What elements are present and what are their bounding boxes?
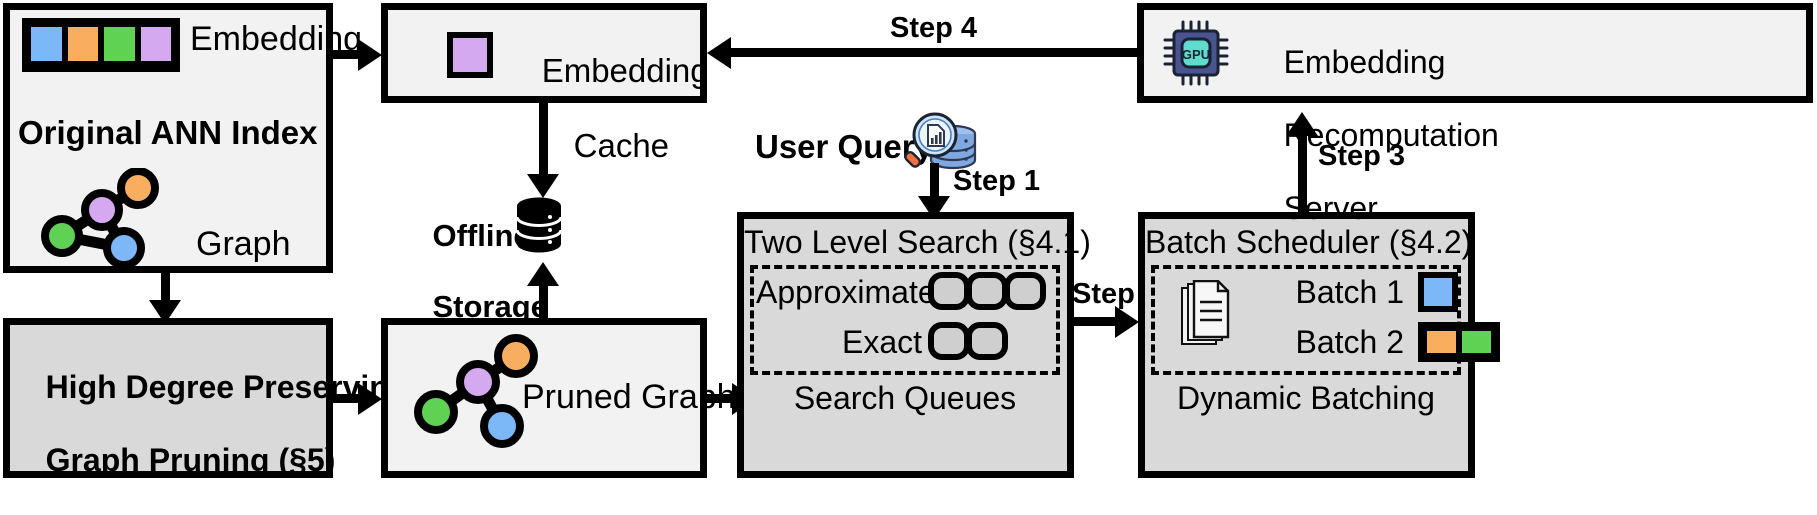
graph-pruning-title-line2: Graph Pruning (§5) (45, 442, 336, 479)
recomputation-server-title-line3: Server (1283, 190, 1378, 227)
original-graph-illustration (34, 168, 169, 268)
step3-label: Step 3 (1318, 140, 1406, 172)
arrow-step4-head (707, 37, 731, 69)
arrow-cache-to-storage-line (539, 103, 548, 181)
arrow-index-to-cache-line (333, 50, 361, 59)
arrow-pruned-to-storage-head (527, 262, 559, 286)
embedding-chip-blue (28, 24, 65, 64)
arrow-pruning-to-prunedgraph-line (333, 394, 361, 403)
arrow-step1-line (930, 163, 939, 203)
recomputation-server-box (1137, 3, 1813, 103)
two-level-search-box (737, 212, 1074, 478)
embedding-cache-box (381, 3, 707, 103)
arrow-step4-line (730, 48, 1137, 57)
batch-1-chip-blue (1418, 272, 1458, 312)
approximate-slot-2 (966, 272, 1008, 310)
pruned-graph-illustration (406, 330, 551, 460)
search-queues-region (750, 265, 1060, 375)
graph-pruning-box (3, 318, 333, 478)
database-cylinder-icon (516, 197, 562, 253)
search-database-icon (898, 108, 980, 182)
embedding-cache-title-line1: Embedding (541, 51, 709, 89)
arrow-prunedgraph-to-search-line (707, 394, 735, 403)
original-ann-index-title: Original ANN Index (18, 114, 318, 151)
batch-2-label: Batch 2 (1295, 324, 1404, 360)
batch-2-chip-strip (1418, 322, 1500, 362)
arrow-step3-line (1298, 132, 1307, 212)
arrow-step3-head (1286, 112, 1318, 136)
dynamic-batching-footer: Dynamic Batching (1177, 380, 1435, 416)
gpu-icon-text: GPU (1182, 47, 1210, 62)
arrow-step2-line (1074, 317, 1122, 326)
architecture-diagram: Embedding Original ANN Index Graph Embed… (3, 3, 1813, 479)
embedding-cache-chip (447, 32, 493, 78)
arrow-index-to-pruning-line (161, 273, 170, 307)
recomputation-server-title-line2: Recomputation (1283, 117, 1499, 154)
embedding-chip-purple (137, 24, 174, 64)
batch-2-chip-green (1459, 328, 1494, 356)
embedding-cache-title: Embedding Cache (505, 14, 709, 202)
arrow-cache-to-storage-head (527, 174, 559, 198)
embedding-chip-strip (22, 18, 180, 72)
exact-slot-1 (928, 322, 970, 360)
graph-svg (41, 168, 159, 268)
arrow-pruning-to-prunedgraph-head (358, 383, 382, 415)
batch-1-label: Batch 1 (1295, 274, 1404, 310)
step1-label: Step 1 (953, 165, 1041, 197)
approximate-slot-3 (1004, 272, 1046, 310)
two-level-search-title: Two Level Search (§4.1) (744, 224, 1091, 260)
search-queues-footer: Search Queues (793, 380, 1017, 416)
embedding-chip-orange (64, 24, 101, 64)
pruned-graph-svg (414, 334, 538, 448)
documents-icon (1178, 280, 1236, 352)
dynamic-batching-region (1151, 265, 1461, 375)
pruned-graph-label: Pruned Graph (522, 378, 736, 416)
gpu-chip-icon: GPU (1163, 20, 1229, 86)
graph-label: Graph (196, 225, 291, 263)
search-row-exact-label: Exact (841, 324, 922, 360)
arrow-index-to-cache-head (358, 39, 382, 71)
batch-2-chip-orange (1424, 328, 1459, 356)
embedding-chip-green (101, 24, 138, 64)
arrow-pruned-to-storage-line (539, 275, 548, 343)
offline-storage-label-line1: Offline (432, 218, 531, 254)
recomputation-server-title: Embedding Recomputation Server (1248, 8, 1499, 263)
exact-slot-2 (966, 322, 1008, 360)
graph-pruning-title: High Degree Preserving Graph Pruning (§5… (10, 333, 409, 515)
step4-label: Step 4 (890, 12, 978, 44)
approximate-slot-1 (928, 272, 970, 310)
embedding-cache-title-line2: Cache (573, 126, 670, 164)
batch-scheduler-title: Batch Scheduler (§4.2) (1145, 224, 1473, 260)
arrow-step2-head (1115, 306, 1139, 338)
search-row-approximate-label: Approximate (756, 274, 936, 310)
recomputation-server-title-line1: Embedding (1283, 44, 1446, 81)
